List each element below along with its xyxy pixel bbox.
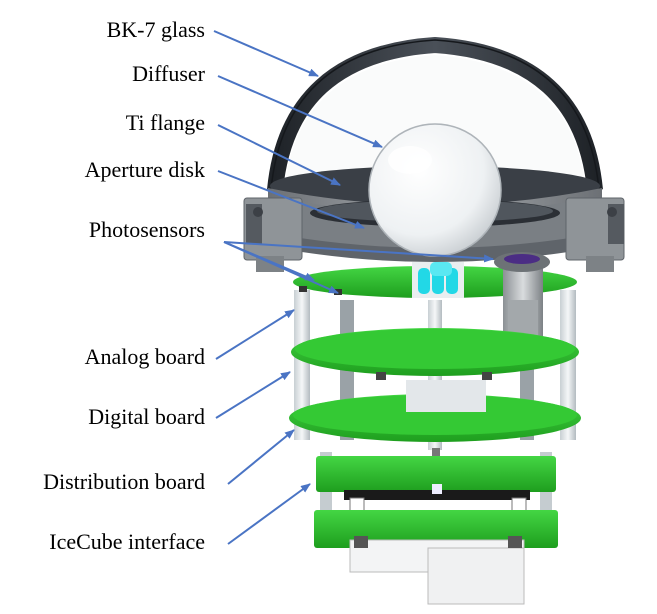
arrow-aperture-disk: [217, 170, 365, 229]
label-digital-board: Digital board: [88, 404, 205, 429]
arrow-distribution-board: [227, 429, 295, 485]
label-bk7-glass: BK-7 glass: [106, 17, 205, 42]
arrow-ti-flange: [217, 124, 341, 186]
label-distribution-board: Distribution board: [43, 469, 205, 494]
label-photosensors: Photosensors: [88, 217, 205, 242]
icecube-interface-board: [314, 510, 558, 605]
label-aperture-disk: Aperture disk: [84, 157, 205, 182]
distribution-board: [316, 456, 556, 513]
label-diffuser: Diffuser: [132, 61, 205, 86]
arrow-icecube-interface: [227, 483, 311, 545]
analog-board: [291, 328, 579, 380]
glass-dome: [267, 36, 603, 191]
arrow-bk7-glass: [213, 30, 319, 77]
label-ti-flange: Ti flange: [125, 110, 205, 135]
diffuser-sphere: [368, 123, 502, 257]
digital-board: [289, 380, 581, 442]
leader-arrows: [213, 30, 494, 545]
arrow-photosensor-3: [223, 241, 339, 294]
arrow-photosensor-1: [223, 241, 494, 263]
arrow-diffuser: [217, 75, 383, 148]
arrow-analog-board: [215, 309, 295, 360]
photosensor-board: [293, 252, 577, 336]
label-icecube-interface: IceCube interface: [49, 529, 205, 554]
label-analog-board: Analog board: [84, 344, 205, 369]
arrow-digital-board: [215, 371, 291, 419]
